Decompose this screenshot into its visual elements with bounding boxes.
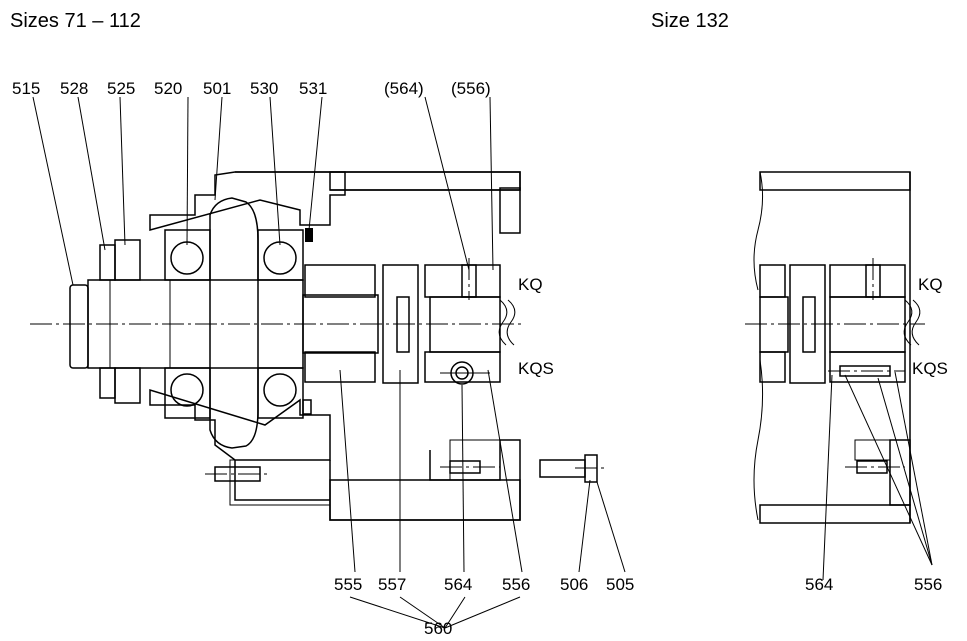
r-housing-top-band — [759, 171, 911, 191]
circlip-lower — [302, 399, 312, 415]
title-sizes-71-112: Sizes 71 – 112 — [10, 10, 141, 32]
label-556-paren: (556) — [451, 79, 491, 98]
ball-520-upper — [170, 241, 204, 275]
left-view: 515 528 525 520 501 530 531 (564) (556) … — [12, 79, 634, 638]
label-kqs-right: KQS — [912, 359, 948, 378]
label-557: 557 — [378, 575, 406, 594]
housing-bottom-block — [449, 439, 501, 481]
hub-555-lower — [304, 351, 376, 383]
label-560: 560 — [424, 619, 452, 638]
r-housing-bottom-band — [759, 504, 911, 524]
label-505: 505 — [606, 575, 634, 594]
housing-base — [229, 459, 331, 506]
ball-530-upper — [263, 241, 297, 275]
label-564-paren: (564) — [384, 79, 424, 98]
shaft-end-515 — [69, 284, 89, 369]
seal-525-upper — [114, 239, 141, 281]
label-515: 515 — [12, 79, 40, 98]
housing-top-wall — [235, 171, 521, 191]
hub-555-upper — [304, 264, 376, 298]
housing-upper — [149, 171, 346, 231]
ball-530-lower — [263, 373, 297, 407]
label-r-556: 556 — [914, 575, 942, 594]
seal-528-upper — [99, 244, 116, 281]
ball-520-lower — [170, 373, 204, 407]
label-kq-left: KQ — [518, 275, 543, 294]
seal-525-lower — [114, 367, 141, 404]
r-hub-556-upper — [829, 264, 906, 298]
seal-528-lower — [99, 367, 116, 399]
label-555: 555 — [334, 575, 362, 594]
housing-bottom-band — [329, 479, 521, 521]
label-kqs-left: KQS — [518, 359, 554, 378]
housing-top-flange — [499, 187, 521, 234]
right-view: 564 556 KQ KQS — [745, 171, 948, 594]
r-hub-556-lower — [829, 351, 906, 383]
label-564: 564 — [444, 575, 472, 594]
label-528: 528 — [60, 79, 88, 98]
title-size-132: Size 132 — [651, 10, 729, 32]
label-520: 520 — [154, 79, 182, 98]
circlip-531 — [305, 228, 313, 242]
housing-top-band — [329, 171, 521, 191]
label-531: 531 — [299, 79, 327, 98]
label-530: 530 — [250, 79, 278, 98]
r-hub-555-lower — [759, 351, 786, 383]
label-501: 501 — [203, 79, 231, 98]
label-525: 525 — [107, 79, 135, 98]
r-hub-555-upper — [759, 264, 786, 298]
label-r-564: 564 — [805, 575, 833, 594]
label-kq-right: KQ — [918, 275, 943, 294]
shaft-flange — [209, 197, 259, 449]
label-556: 556 — [502, 575, 530, 594]
label-506: 506 — [560, 575, 588, 594]
